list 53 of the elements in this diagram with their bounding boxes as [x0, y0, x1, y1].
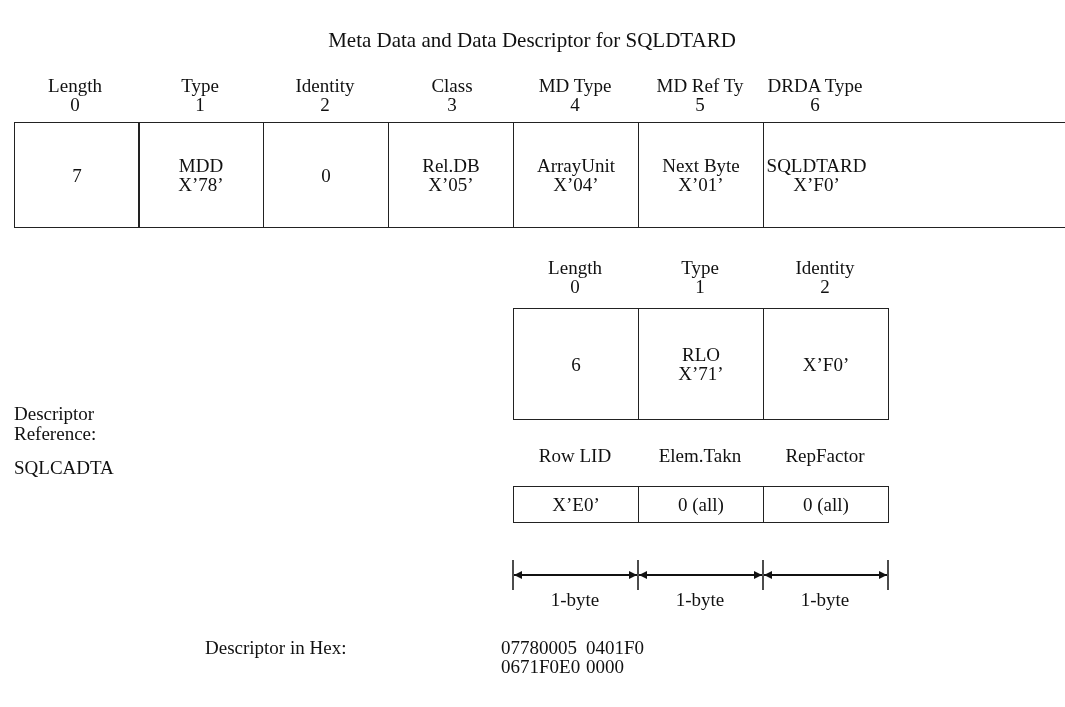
field-value: X’04’: [553, 175, 599, 194]
hex-value: 0671F0E0: [501, 657, 581, 677]
hex-value: 0000: [586, 657, 624, 677]
field-value: SQLDTARD: [765, 156, 868, 175]
dimension-label: 1-byte: [800, 590, 850, 610]
field-value: X’78’: [178, 175, 224, 194]
byte-offset: 3: [447, 95, 457, 115]
field-value: Next Byte: [662, 156, 740, 175]
field-value: ArrayUnit: [536, 156, 616, 175]
column-header: Length: [48, 76, 102, 96]
column-header: Row LID: [538, 446, 612, 466]
field-value: X’F0’: [802, 354, 850, 374]
byte-offset: 0: [570, 277, 580, 297]
field-value: 6: [571, 354, 581, 374]
column-header: Identity: [295, 76, 355, 96]
column-header: MD Type: [538, 76, 612, 96]
field-value: X’F0’: [793, 175, 840, 194]
column-header: Type: [181, 76, 219, 96]
hex-value: 0401F0: [586, 638, 645, 658]
dimension-label: 1-byte: [550, 590, 600, 610]
byte-offset: 4: [570, 95, 580, 115]
descriptor-reference-label: Descriptor Reference:: [14, 404, 98, 444]
column-header: MD Ref Ty: [656, 76, 744, 96]
field-value: 0 (all): [803, 495, 849, 514]
byte-offset: 1: [695, 277, 705, 297]
byte-offset: 0: [70, 95, 80, 115]
byte-offset: 2: [320, 95, 330, 115]
hex-label: Descriptor in Hex:: [205, 638, 347, 658]
field-value: RLO: [682, 345, 720, 364]
field-value: 0 (all): [678, 495, 724, 514]
column-header: Type: [681, 258, 719, 278]
field-value: X’71’: [678, 364, 724, 383]
byte-offset: 6: [810, 95, 820, 115]
column-header: RepFactor: [785, 446, 865, 466]
byte-offset: 5: [695, 95, 705, 115]
byte-offset: 2: [820, 277, 830, 297]
field-value: 0: [321, 165, 331, 185]
field-value: Rel.DB: [422, 156, 480, 175]
column-header: Length: [548, 258, 602, 278]
field-value: X’E0’: [552, 495, 600, 514]
field-value: 7: [72, 165, 82, 185]
diagram-title: Meta Data and Data Descriptor for SQLDTARD: [328, 30, 736, 50]
field-value: MDD: [178, 156, 224, 175]
hex-value: 07780005: [501, 638, 577, 658]
byte-offset: 1: [195, 95, 205, 115]
column-header: DRDA Type: [767, 76, 863, 96]
column-header: Elem.Takn: [658, 446, 742, 466]
dimension-label: 1-byte: [675, 590, 725, 610]
field-value: X’05’: [428, 175, 474, 194]
field-value: X’01’: [678, 175, 724, 194]
column-header: Identity: [795, 258, 855, 278]
column-header: Class: [431, 76, 473, 96]
descriptor-reference-value: SQLCADTA: [14, 458, 114, 478]
